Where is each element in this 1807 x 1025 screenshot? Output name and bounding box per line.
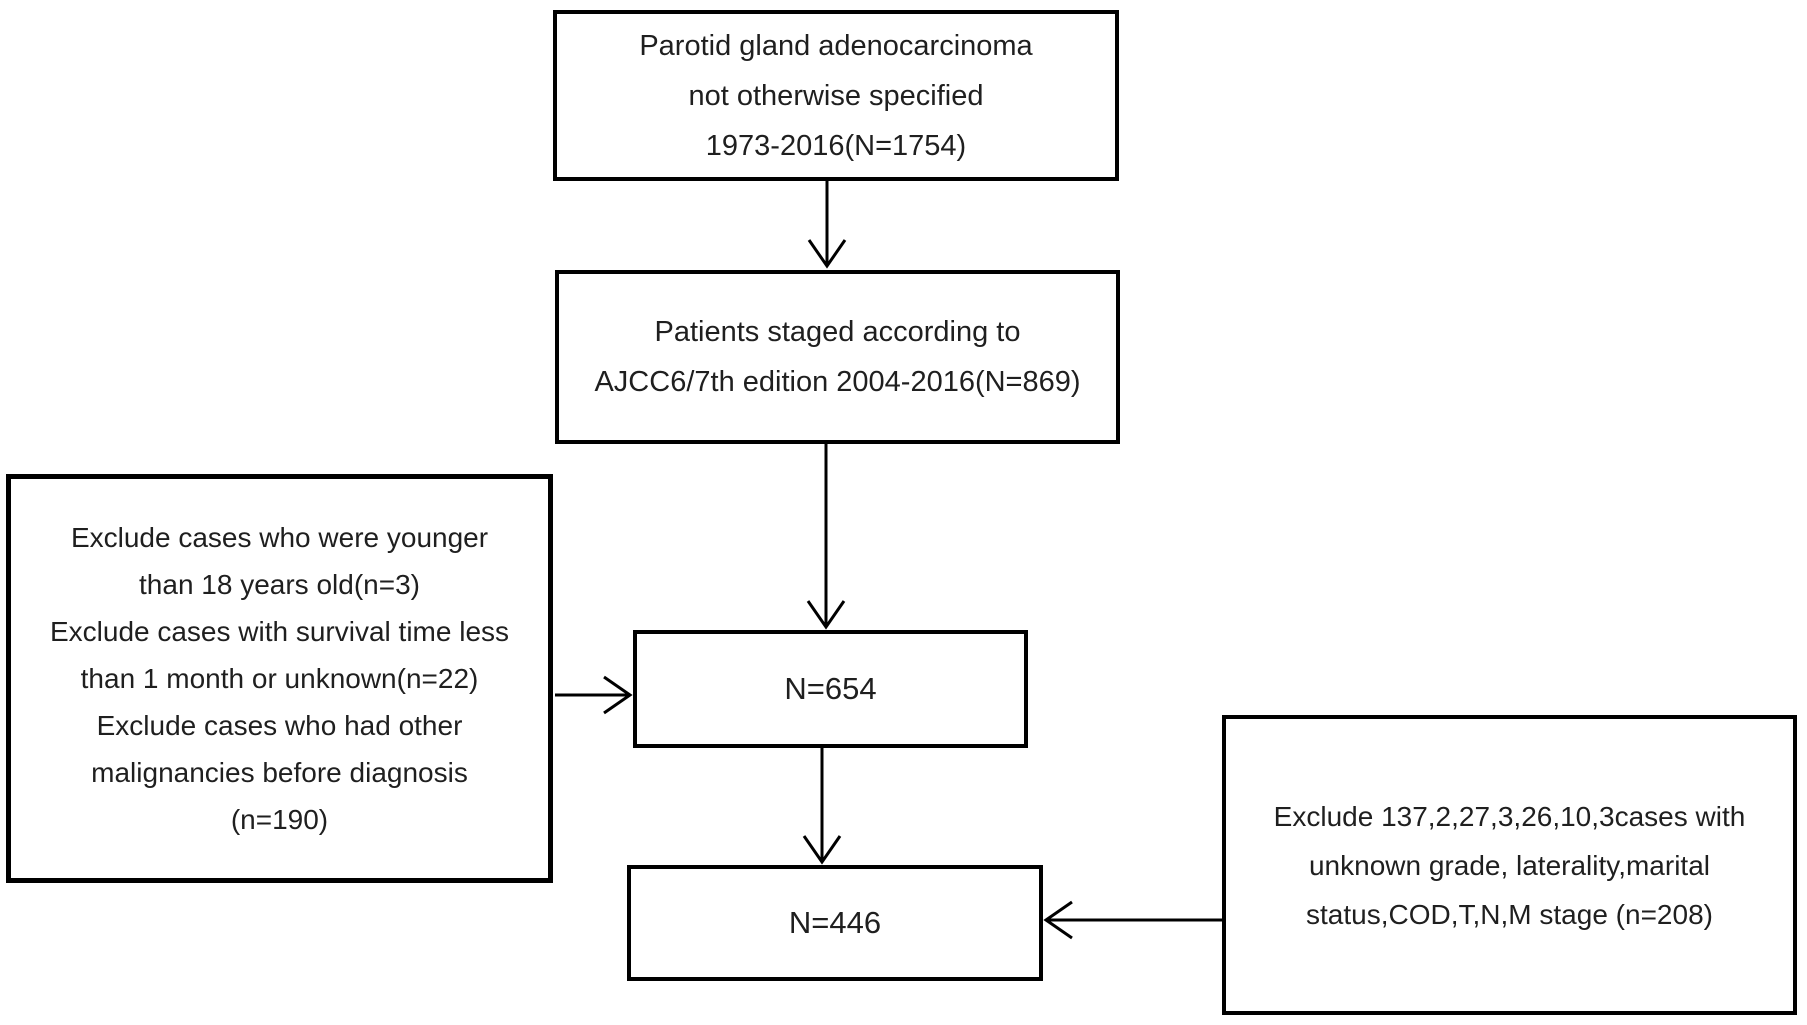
box-exclusion-criteria-right: Exclude 137,2,27,3,26,10,3cases with unk… <box>1222 715 1797 1015</box>
arrow-exclusion-left-to-n654 <box>555 675 633 715</box>
box-staged-cohort: Patients staged according to AJCC6/7th e… <box>555 270 1120 444</box>
arrow-n654-to-n446 <box>802 748 842 865</box>
arrow-staged-to-n654 <box>806 444 846 630</box>
box-n654: N=654 <box>633 630 1028 748</box>
n446-label: N=446 <box>788 905 882 940</box>
box-n446: N=446 <box>627 865 1043 981</box>
box-exclusion-criteria-left: Exclude cases who were younger than 18 y… <box>6 474 553 883</box>
exclusion-criteria-left-text: Exclude cases who were younger than 18 y… <box>49 522 510 835</box>
arrow-cohort-to-staged <box>807 181 847 269</box>
box-initial-cohort: Parotid gland adenocarcinoma not otherwi… <box>553 10 1119 181</box>
staged-cohort-text: Patients staged according to AJCC6/7th e… <box>594 316 1081 398</box>
exclusion-criteria-right-text: Exclude 137,2,27,3,26,10,3cases with unk… <box>1273 800 1746 930</box>
n654-label: N=654 <box>784 671 877 706</box>
initial-cohort-text: Parotid gland adenocarcinoma not otherwi… <box>639 29 1033 162</box>
arrow-exclusion-right-to-n446 <box>1043 900 1222 940</box>
